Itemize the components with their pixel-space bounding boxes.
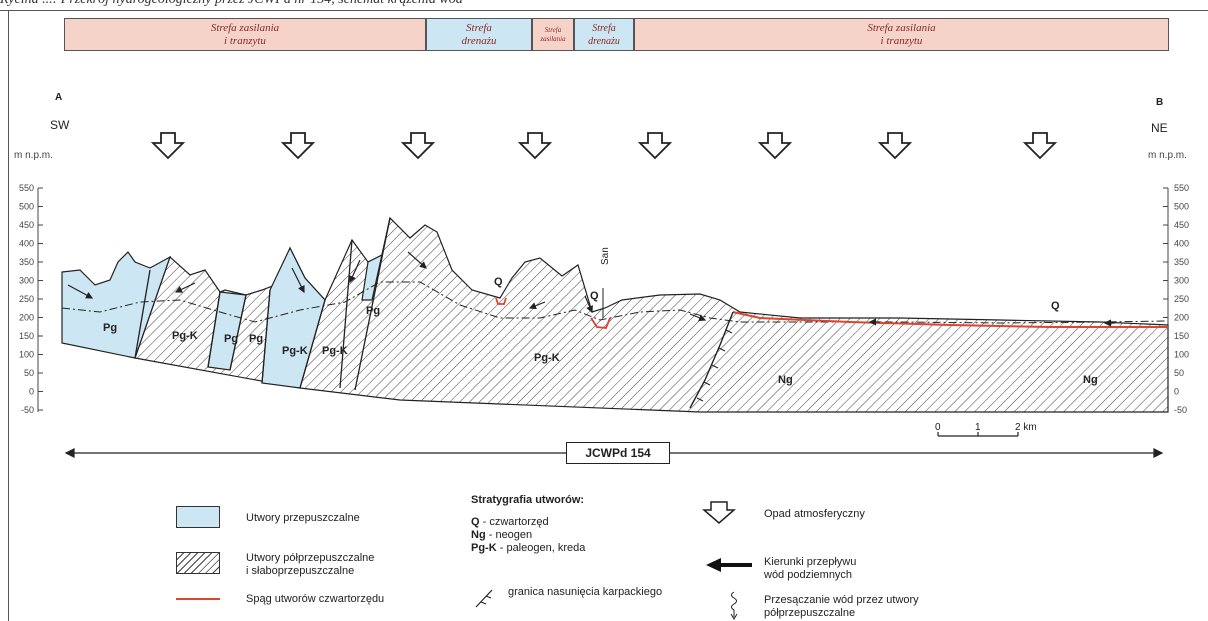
- legend-seepage-symbol: [730, 591, 738, 620]
- legend-flow-arrow: [706, 558, 752, 572]
- legend-permeable-label: Utwory przepuszczalne: [246, 512, 360, 524]
- jcwpd-extent-line: [64, 448, 1164, 458]
- scale-bar: [937, 432, 1019, 437]
- legend-strat-pgk: Pg-K - paleogen, kreda: [471, 542, 586, 554]
- flow-arrows: [67, 251, 1115, 327]
- legend-strat-title: Stratygrafia utworów:: [471, 494, 585, 506]
- legend-precip-label: Opad atmosferyczny: [764, 508, 865, 520]
- precipitation-arrow-icon: [517, 132, 553, 160]
- jcwpd-label-box: JCWPd 154: [566, 442, 670, 464]
- precipitation-arrow-icon: [1022, 132, 1058, 160]
- legend-thrust-label: granica nasunięcia karpackiego: [508, 586, 663, 598]
- scale-label-2km: 2 km: [1015, 422, 1037, 433]
- legend-quaternary-base-label: Spąg utworów czwartorzędu: [246, 593, 385, 605]
- precipitation-arrow-icon: [757, 132, 793, 160]
- precipitation-arrow-icon: [400, 132, 436, 160]
- scale-label-1: 1: [975, 422, 981, 433]
- unit-label-pgk-2: Pg-K: [282, 345, 308, 357]
- unit-label-pgk-4: Pg-K: [534, 352, 560, 364]
- legend-thrust-symbol: [475, 589, 493, 608]
- unit-label-pg-4: Pg: [366, 305, 381, 317]
- unit-label-ng-1: Ng: [778, 374, 793, 386]
- precipitation-arrows: [150, 132, 1058, 160]
- thrust-teeth: [696, 329, 733, 402]
- right-unit-label: m n.p.m.: [1148, 150, 1187, 161]
- unit-label-q-3: Q: [1051, 300, 1060, 312]
- right-tick-label: 350: [1174, 257, 1189, 267]
- right-tick-label: -50: [1174, 405, 1187, 415]
- legend-precip-icon: [701, 501, 737, 524]
- precipitation-arrow-icon: [150, 132, 186, 160]
- legend-swatch-semi-permeable: [176, 552, 220, 574]
- unit-label-pg-1: Pg: [103, 322, 118, 334]
- left-tick-label: 50: [24, 368, 34, 378]
- right-tick-label: 300: [1174, 276, 1189, 286]
- legend-strat-q: Q - czwartorzęd: [471, 516, 549, 528]
- legend-swatch-quaternary-base: [176, 598, 220, 600]
- direction-sw-label: SW: [50, 118, 70, 132]
- left-tick-label: -50: [21, 405, 34, 415]
- quaternary-base-line: [732, 311, 1168, 328]
- unit-label-pgk-3: Pg-K: [322, 345, 348, 357]
- right-tick-label: 400: [1174, 239, 1189, 249]
- fault-lines: [134, 217, 391, 391]
- right-tick-label: 200: [1174, 313, 1189, 323]
- permeable-block-1: [61, 251, 172, 359]
- precipitation-arrow-icon: [877, 132, 913, 160]
- left-tick-label: 250: [19, 294, 34, 304]
- unit-label-pg-2: Pg: [224, 333, 239, 345]
- left-tick-label: 550: [19, 183, 34, 193]
- left-tick-label: 450: [19, 220, 34, 230]
- left-tick-label: 0: [29, 387, 34, 397]
- right-tick-label: 250: [1174, 294, 1189, 304]
- point-a-label: A: [55, 92, 63, 103]
- carpathian-thrust-boundary: [689, 311, 734, 409]
- right-tick-label: 450: [1174, 220, 1189, 230]
- quaternary-base-q1: [495, 297, 507, 305]
- right-tick-label: 50: [1174, 368, 1184, 378]
- precipitation-arrow-icon: [637, 132, 673, 160]
- left-tick-label: 300: [19, 276, 34, 286]
- right-tick-label: 100: [1174, 350, 1189, 360]
- point-b-label: B: [1156, 97, 1164, 108]
- right-tick-label: 500: [1174, 202, 1189, 212]
- right-tick-label: 550: [1174, 183, 1189, 193]
- legend-swatch-permeable: [176, 506, 220, 528]
- semi-permeable-body: [134, 216, 1169, 413]
- left-tick-label: 100: [19, 350, 34, 360]
- san-river-label: San: [600, 247, 611, 265]
- top-rule: [0, 10, 1208, 11]
- scale-label-0: 0: [935, 422, 941, 433]
- figure-caption: Rycina ...: Przekrój hydrogeologiczny pr…: [0, 0, 463, 8]
- left-tick-label: 350: [19, 257, 34, 267]
- left-rule: [8, 10, 9, 621]
- legend-strat-ng: Ng - neogen: [471, 529, 533, 541]
- left-tick-label: 200: [19, 313, 34, 323]
- left-unit-label: m n.p.m.: [14, 150, 53, 161]
- precipitation-arrow-icon: [280, 132, 316, 160]
- groundwater-table: [61, 281, 1169, 324]
- unit-label-pgk-1: Pg-K: [172, 330, 198, 342]
- left-tick-label: 500: [19, 202, 34, 212]
- unit-label-ng-2: Ng: [1083, 374, 1098, 386]
- unit-label-pg-3: Pg: [249, 333, 264, 345]
- unit-label-q-2: Q: [590, 290, 599, 302]
- direction-ne-label: NE: [1151, 121, 1168, 135]
- unit-label-q-1: Q: [494, 276, 503, 288]
- left-tick-label: 400: [19, 239, 34, 249]
- left-tick-label: 150: [19, 331, 34, 341]
- right-tick-label: 150: [1174, 331, 1189, 341]
- quaternary-base-san: [590, 317, 611, 329]
- right-tick-label: 0: [1174, 387, 1179, 397]
